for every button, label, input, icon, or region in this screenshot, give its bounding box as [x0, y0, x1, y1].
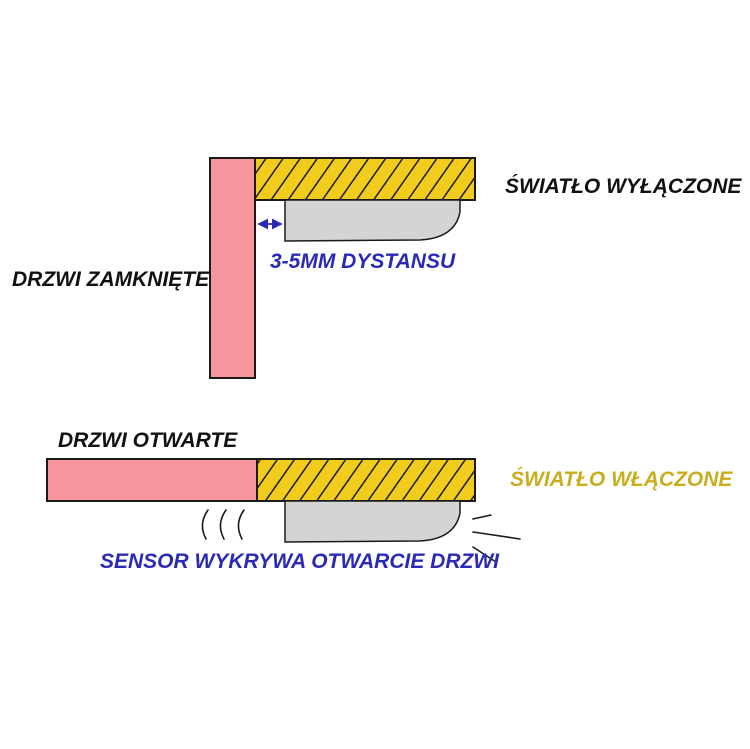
distance-label: 3-5MM DYSTANSU [270, 250, 456, 273]
sensor-detects-label: SENSOR WYKRYWA OTWARCIE DRZWI [100, 550, 499, 573]
open-door-panel [46, 458, 258, 502]
closed-sensor-housing [284, 199, 461, 242]
light-rays-icon [472, 514, 521, 563]
closed-door-panel [209, 157, 256, 379]
closed-scene [209, 157, 476, 379]
open-sensor-housing [284, 500, 461, 543]
closed-shelf-profile [254, 157, 476, 201]
open-scene [46, 458, 521, 563]
light-on-label: ŚWIATŁO WŁĄCZONE [510, 468, 733, 491]
door-open-label: DRZWI OTWARTE [58, 429, 238, 452]
sensor-wave-icon [201, 509, 245, 540]
light-off-label: ŚWIATŁO WYŁĄCZONE [505, 175, 742, 198]
open-shelf-profile [256, 458, 476, 502]
door-closed-label: DRZWI ZAMKNIĘTE [12, 268, 210, 291]
